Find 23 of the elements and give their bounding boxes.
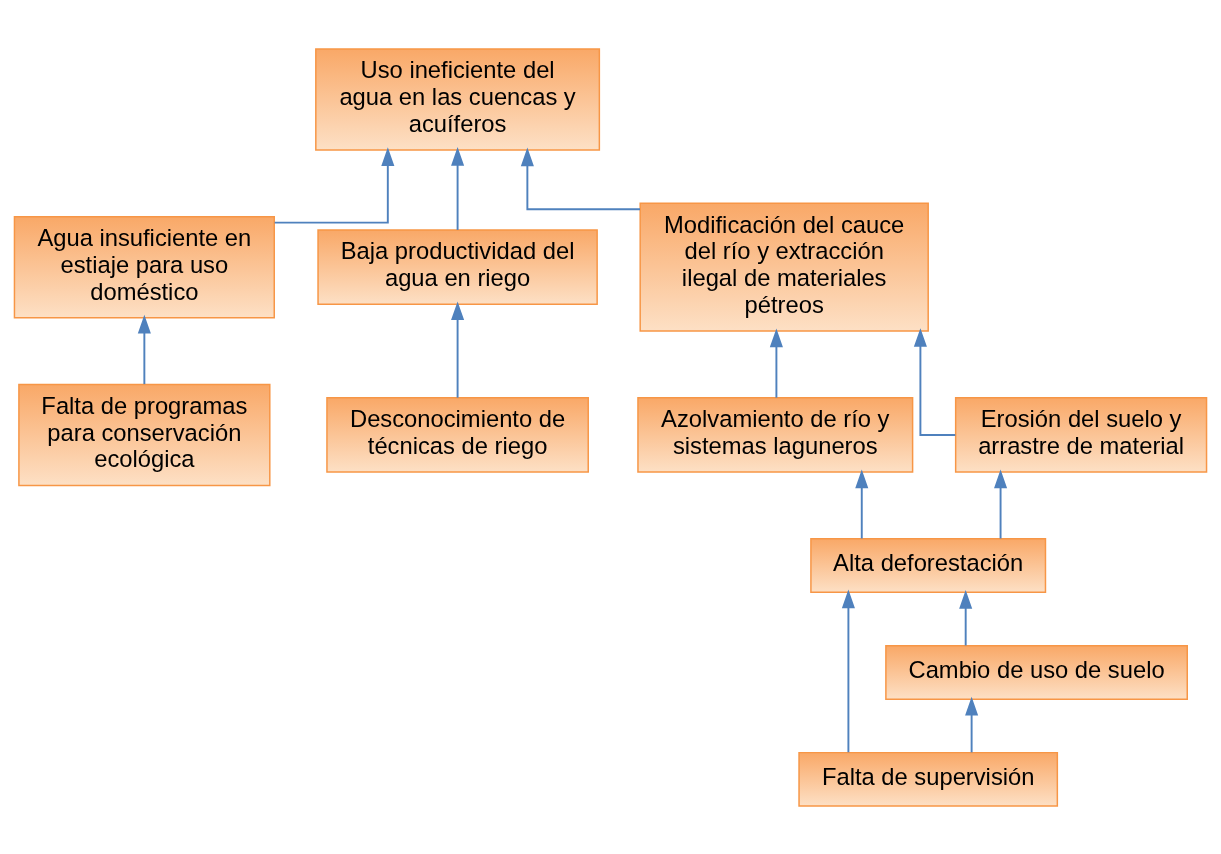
node-box: Alta deforestación [810, 537, 1047, 593]
node-box: Falta de programas para conservación ecológica [18, 383, 271, 486]
node-box: Erosión del suelo y arrastre de material [954, 396, 1208, 473]
node-box: Agua insuficiente en estiaje para uso doméstico [13, 215, 275, 318]
arrow [994, 468, 1008, 539]
arrow [451, 146, 465, 231]
node-box: Falta de supervisión [798, 751, 1059, 807]
arrow [965, 696, 979, 753]
arrow [137, 314, 151, 385]
arrow [841, 589, 855, 753]
node-box: Modificación del cauce del río y extracción ilegal de materiales pétreos [639, 202, 929, 332]
node-box: Azolvamiento de río y sistemas laguneros [637, 396, 914, 473]
arrow [273, 146, 395, 224]
arrow [769, 327, 783, 399]
node-box: Cambio de uso de suelo [885, 644, 1188, 700]
arrow [959, 589, 973, 646]
node-box: Desconocimiento de técnicas de riego [326, 396, 589, 473]
arrow [451, 300, 465, 399]
node-box: Baja productividad del agua en riego [317, 228, 598, 305]
arrow [520, 147, 641, 210]
node-box: Uso ineficiente del agua en las cuencas y acuíferos [315, 47, 601, 151]
arrow [913, 327, 957, 436]
arrow [855, 468, 869, 539]
